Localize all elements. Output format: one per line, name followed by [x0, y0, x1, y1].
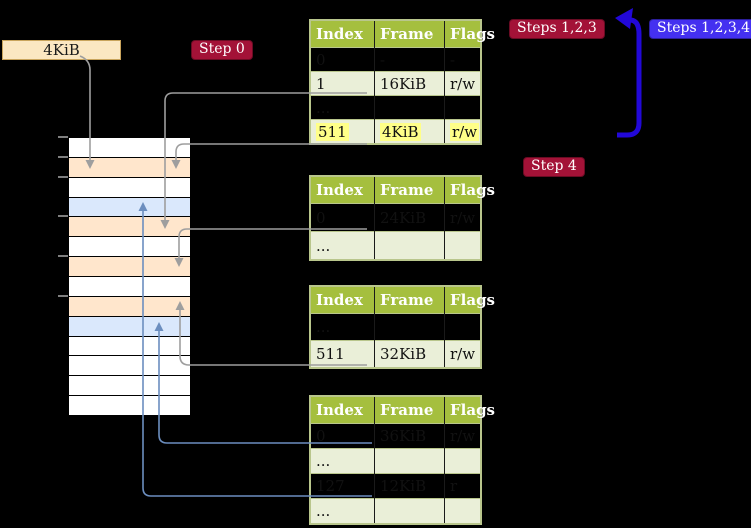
column-header: Flags — [444, 396, 495, 424]
highlighted-value: 4KiB — [380, 122, 421, 141]
cell: 12KiB — [374, 473, 445, 499]
column-header: Frame — [374, 286, 445, 314]
memory-row-white — [69, 336, 190, 357]
cell: 4KiB — [374, 119, 445, 144]
step4-badge: Step 4 — [523, 157, 585, 177]
memory-row-blue — [69, 197, 190, 218]
column-header: Frame — [374, 20, 445, 48]
cell: 511 — [310, 340, 375, 368]
cell: r/w — [444, 340, 481, 368]
memory-row-orange — [69, 296, 190, 317]
memory-row-white — [69, 177, 190, 198]
cell: ... — [310, 95, 375, 120]
cell: 32KiB — [374, 340, 445, 368]
table-row: ... — [310, 313, 482, 341]
column-header: Frame — [374, 176, 445, 204]
cell: 1 — [310, 71, 375, 96]
cell — [374, 313, 445, 341]
memory-row-white — [69, 277, 190, 297]
memory-row-white — [69, 138, 190, 158]
cell — [374, 231, 445, 260]
cell: r — [450, 477, 458, 495]
step0-badge: Step 0 — [191, 40, 253, 60]
cell — [444, 498, 481, 524]
steps-123-badge: Steps 1,2,3 — [509, 19, 605, 39]
column-header: Index — [310, 286, 375, 314]
cell: 24KiB — [374, 203, 445, 232]
highlighted-value: 511 — [316, 122, 349, 141]
cell: ... — [310, 498, 375, 524]
cell — [444, 448, 481, 474]
cell — [374, 448, 445, 474]
column-header: Index — [310, 20, 375, 48]
cell: r/w — [444, 71, 481, 96]
memory-row-orange — [69, 257, 190, 278]
highlighted-value: r/w — [450, 122, 480, 141]
cell: r/w — [450, 208, 476, 227]
column-header: Index — [310, 396, 375, 424]
page-size-box: 4KiB — [2, 40, 121, 60]
column-header: Flags — [444, 176, 495, 204]
cell: 511 — [310, 119, 375, 144]
cell: 127 — [310, 473, 375, 499]
cell: 0 — [310, 423, 375, 449]
memory-row-orange — [69, 157, 190, 178]
cell — [445, 96, 482, 120]
table-row: ... — [310, 448, 481, 474]
cell: - — [450, 50, 456, 69]
memory-row-white — [69, 237, 190, 258]
memory-row-white — [69, 356, 190, 377]
memory-row-blue — [69, 316, 190, 337]
pointer-table1-row511-to-memory — [171, 143, 367, 169]
column-header: Frame — [374, 396, 445, 424]
table-row: 511 4KiB r/w — [310, 119, 481, 144]
cell — [444, 231, 481, 260]
memory-row-orange — [69, 217, 190, 238]
cell: r/w — [450, 427, 476, 445]
memory-row-white — [69, 396, 190, 416]
steps-loop-arrow — [615, 8, 642, 138]
cell: 0 — [310, 203, 375, 232]
cell — [445, 314, 482, 341]
table-row: ... — [310, 95, 482, 120]
cell: ... — [310, 448, 375, 474]
cell — [374, 95, 445, 120]
column-header: Flags — [444, 20, 495, 48]
column-header: Flags — [444, 286, 495, 314]
table-row: ... — [310, 498, 481, 524]
steps-1234-badge: Steps 1,2,3,4 — [649, 19, 751, 39]
table-row: ... — [310, 231, 481, 260]
cell: 0 — [310, 47, 375, 72]
cell: r/w — [444, 119, 481, 144]
cell — [374, 498, 445, 524]
cell: 36KiB — [374, 423, 445, 449]
memory-column — [68, 137, 191, 416]
memory-tick-marks — [58, 136, 68, 297]
cell: ... — [310, 313, 375, 341]
page-size-label: 4KiB — [43, 41, 80, 59]
column-header: Index — [310, 176, 375, 204]
cell: 16KiB — [374, 71, 445, 96]
table-row: 0-- — [310, 47, 481, 72]
cell: - — [374, 47, 445, 72]
memory-row-white — [69, 376, 190, 397]
cell: ... — [310, 231, 375, 260]
